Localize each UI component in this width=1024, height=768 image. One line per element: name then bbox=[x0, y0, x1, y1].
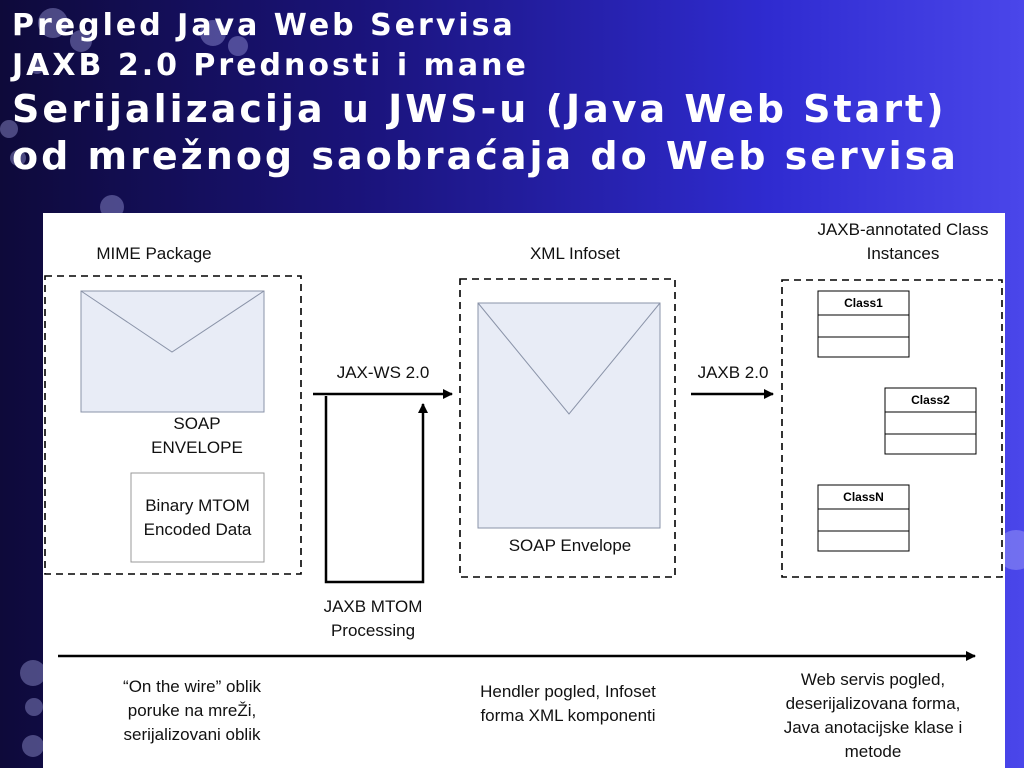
soap-envelope-caps-line: ENVELOPE bbox=[151, 438, 243, 457]
jaxb-mtom-line: Processing bbox=[330, 621, 416, 640]
xml-infoset-box bbox=[459, 278, 676, 578]
footer-right-line: metode bbox=[844, 742, 902, 761]
footer-right-line: Java anotacijske klase i bbox=[783, 718, 963, 737]
soap-envelope-label: SOAP Envelope bbox=[508, 536, 632, 555]
decor-bubble bbox=[22, 735, 44, 757]
decor-bubble bbox=[228, 36, 248, 56]
footer-right-line: Web servis pogled, bbox=[800, 670, 946, 689]
mtom-loop-arrow bbox=[324, 396, 428, 584]
jaxb-mtom-label: JAXB MTOM Processing bbox=[303, 595, 443, 643]
soap-envelope-caps-line: SOAP bbox=[173, 414, 221, 433]
jaxb-label: JAXB 2.0 bbox=[697, 363, 769, 382]
title-line-4: od mrežnog saobraćaja do Web servisa bbox=[12, 134, 959, 178]
footer-right-caption: Web servis pogled, deserijalizovana form… bbox=[768, 668, 978, 764]
binary-mtom-line: Encoded Data bbox=[143, 520, 252, 539]
slide-title: Pregled Java Web Servisa JAXB 2.0 Predno… bbox=[12, 6, 959, 180]
decor-bubble bbox=[10, 150, 26, 166]
decor-bubble bbox=[70, 30, 92, 52]
class-instances-box bbox=[781, 279, 1003, 578]
decor-bubble bbox=[25, 698, 43, 716]
decor-bubble bbox=[38, 8, 68, 38]
class1-name: Class1 bbox=[844, 296, 883, 310]
decor-bubble bbox=[30, 60, 44, 74]
footer-left-line: poruke na mreŽi, bbox=[127, 701, 257, 720]
footer-center-line: forma XML komponenti bbox=[480, 706, 656, 725]
soap-envelope-caps-label: SOAP ENVELOPE bbox=[127, 412, 267, 460]
footer-left-line: serijalizovani oblik bbox=[123, 725, 261, 744]
title-line-3: Serijalizacija u JWS-u (Java Web Start) bbox=[12, 87, 947, 131]
footer-center-caption: Hendler pogled, Infoset forma XML kompon… bbox=[458, 680, 678, 728]
class1-box bbox=[817, 290, 910, 358]
footer-left-caption: “On the wire” oblik poruke na mreŽi, ser… bbox=[92, 675, 292, 747]
classn-box bbox=[817, 484, 910, 552]
title-line-1: Pregled Java Web Servisa bbox=[12, 8, 516, 43]
mime-package-label: MIME Package bbox=[96, 244, 212, 263]
xml-infoset-label: XML Infoset bbox=[529, 244, 621, 263]
footer-left-line: “On the wire” oblik bbox=[123, 677, 261, 696]
binary-mtom-label: Binary MTOM Encoded Data bbox=[131, 494, 264, 542]
decor-bubble bbox=[200, 20, 226, 46]
jaxws-label: JAX-WS 2.0 bbox=[336, 363, 430, 382]
title-line-2: JAXB 2.0 Prednosti i mane bbox=[12, 48, 529, 83]
binary-mtom-box bbox=[130, 472, 265, 563]
decor-bubble bbox=[20, 660, 46, 686]
jaxb-annotated-label: JAXB-annotated Class Instances bbox=[803, 218, 1003, 266]
footer-right-line: deserijalizovana forma, bbox=[785, 694, 961, 713]
jaxb-mtom-line: JAXB MTOM bbox=[323, 597, 423, 616]
classn-name: ClassN bbox=[843, 490, 884, 504]
class2-name: Class2 bbox=[911, 393, 950, 407]
jaxb-annotated-line: Instances bbox=[866, 244, 940, 263]
footer-center-line: Hendler pogled, Infoset bbox=[480, 682, 656, 701]
binary-mtom-line: Binary MTOM bbox=[145, 496, 250, 515]
jaxb-annotated-line: JAXB-annotated Class bbox=[817, 220, 989, 239]
class2-box bbox=[884, 387, 977, 455]
decor-bubble bbox=[0, 120, 18, 138]
